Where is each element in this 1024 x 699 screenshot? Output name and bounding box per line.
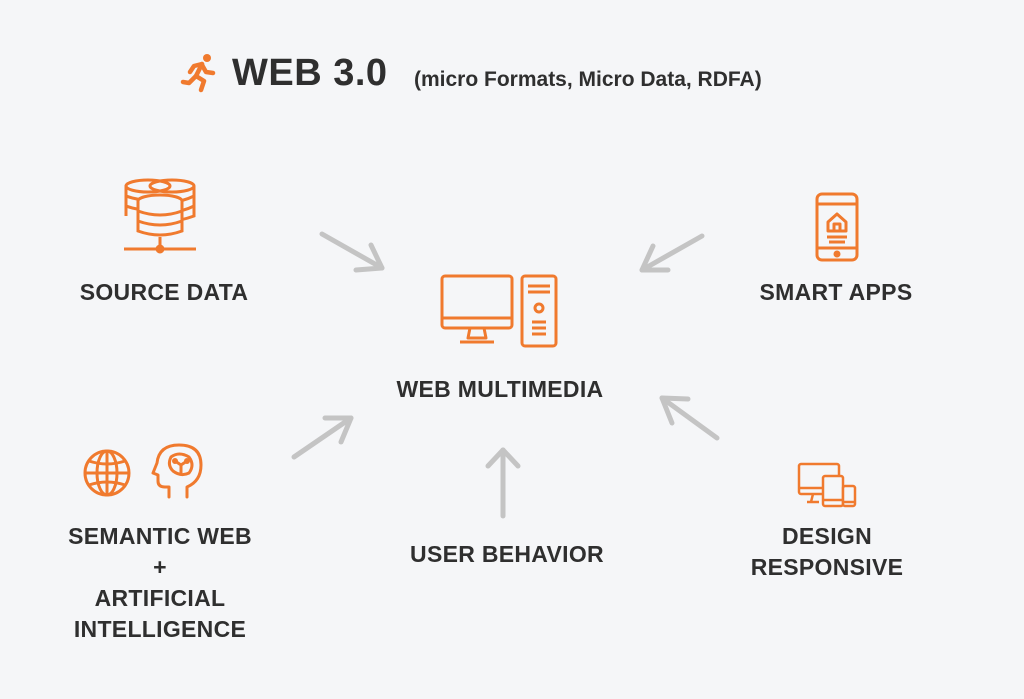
database-server-icon — [118, 175, 202, 255]
semantic-web-line-1: SEMANTIC WEB — [68, 523, 252, 549]
user-behavior-label: USER BEHAVIOR — [410, 541, 604, 567]
design-responsive-label: DESIGN RESPONSIVE — [727, 521, 927, 583]
desktop-computer-icon — [440, 272, 560, 350]
globe-icon — [82, 448, 132, 498]
web-multimedia-label: WEB MULTIMEDIA — [396, 376, 604, 402]
semantic-web-line-2: + — [153, 554, 167, 580]
runner-icon — [180, 54, 220, 92]
design-responsive-line-1: DESIGN — [782, 523, 872, 549]
arrow-apps-to-center — [639, 233, 705, 273]
design-responsive-line-2: RESPONSIVE — [750, 554, 904, 580]
arrow-semantic-to-center — [291, 415, 354, 460]
smart-apps-label: SMART APPS — [759, 279, 913, 305]
page-title: WEB 3.0 — [232, 52, 388, 94]
source-data-label: SOURCE DATA — [79, 279, 249, 305]
head-brain-icon — [151, 443, 205, 499]
semantic-web-line-4: INTELLIGENCE — [73, 616, 247, 642]
arrow-source-to-center — [319, 231, 385, 273]
responsive-devices-icon — [797, 462, 857, 508]
semantic-web-label: SEMANTIC WEB + ARTIFICIAL INTELLIGENCE — [50, 521, 270, 645]
semantic-web-line-3: ARTIFICIAL — [94, 585, 226, 611]
page-subtitle: (micro Formats, Micro Data, RDFA) — [414, 68, 762, 91]
arrow-design-to-center — [659, 395, 720, 441]
smartphone-home-icon — [815, 192, 859, 262]
arrow-user-to-center — [485, 447, 521, 519]
